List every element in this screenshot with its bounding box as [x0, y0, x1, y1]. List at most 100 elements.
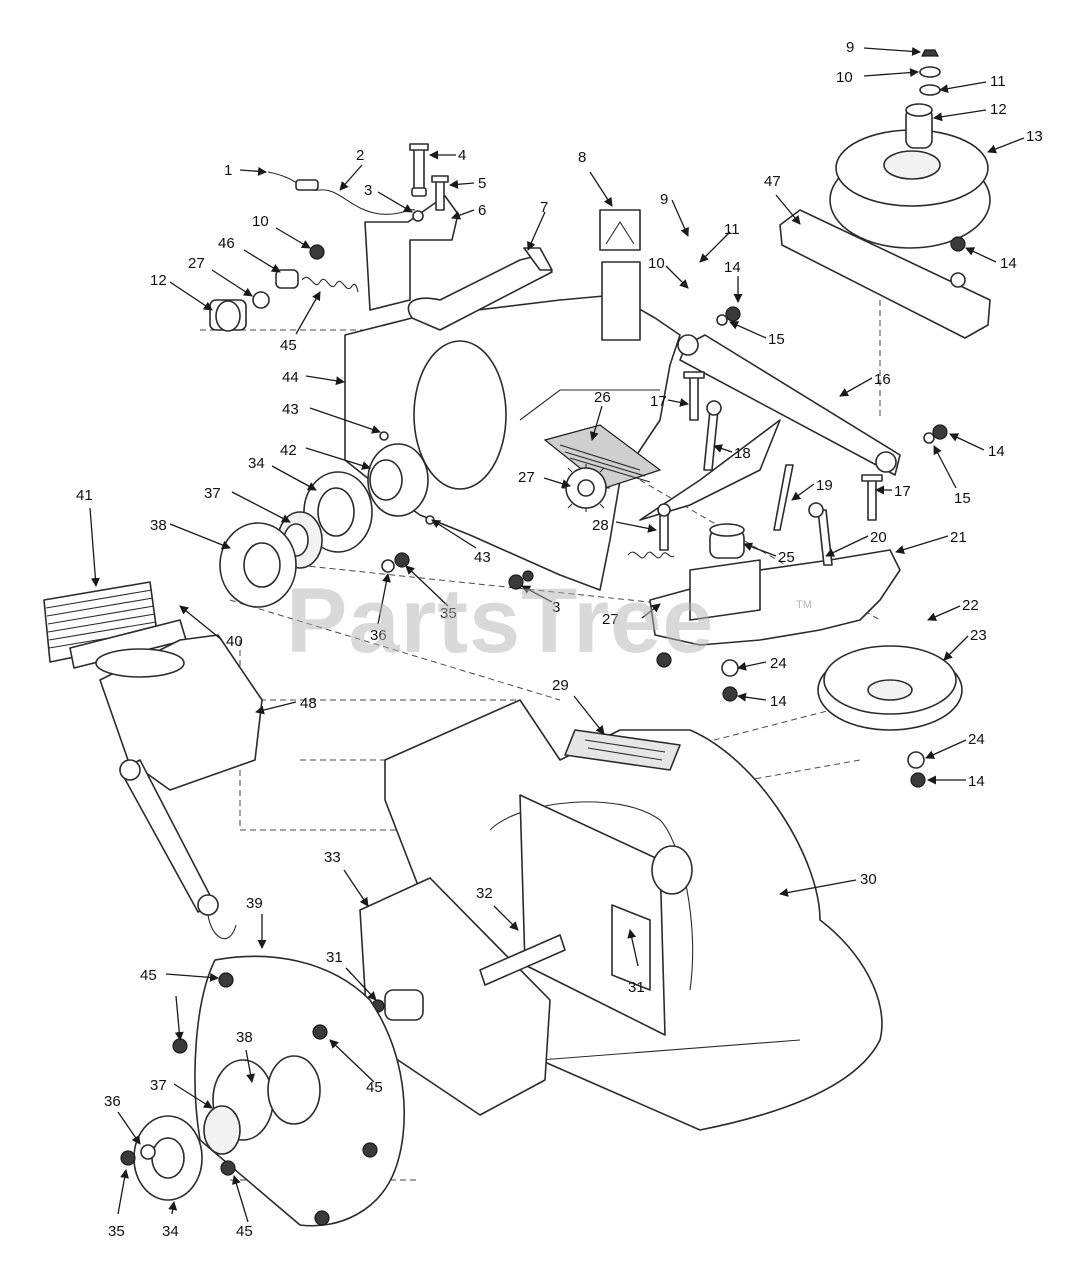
leader-9b [671, 199, 689, 237]
callout-number: 6 [478, 202, 486, 219]
callout-number: 12 [150, 272, 167, 289]
callout-number: 19 [816, 477, 833, 494]
leader-37 [231, 491, 291, 523]
callout-number: 20 [870, 529, 887, 546]
callout-number: 8 [578, 149, 586, 166]
leader-45d [232, 1175, 249, 1223]
callout-number: 14 [1000, 255, 1017, 272]
leader-14c [949, 433, 985, 451]
callout-number: 42 [280, 442, 297, 459]
callout-number: 37 [150, 1077, 167, 1094]
callout-number: 29 [552, 677, 569, 694]
leader-12 [933, 109, 987, 122]
leader-33 [343, 869, 369, 907]
callout-number: 9 [846, 39, 854, 56]
leader-35 [405, 565, 449, 607]
callout-number: 10 [836, 69, 853, 86]
callout-number: 13 [1026, 128, 1043, 145]
leader-19 [791, 483, 815, 501]
leader-15b [933, 445, 957, 489]
leader-43b [431, 519, 477, 549]
callout-number: 18 [734, 445, 751, 462]
leader-41 [89, 507, 100, 587]
callout-number: 35 [108, 1223, 125, 1240]
leader-6 [451, 209, 475, 220]
leader-13 [987, 137, 1025, 154]
callout-number: 3 [552, 599, 560, 616]
callout-number: 38 [236, 1029, 253, 1046]
callout-number: 47 [764, 173, 781, 190]
leader-11 [939, 81, 987, 94]
callout-number: 39 [246, 895, 263, 912]
callout-number: 27 [518, 469, 535, 486]
callout-number: 43 [474, 549, 491, 566]
leader-34 [271, 465, 317, 491]
leader-47 [775, 194, 801, 225]
watermark-text: PartsTree [286, 570, 714, 672]
callout-number: 15 [954, 490, 971, 507]
leader-45 [295, 291, 321, 335]
decal-part-8 [599, 209, 641, 341]
leader-35b [117, 1169, 129, 1215]
leader-36b [117, 1111, 141, 1145]
callout-number: 27 [602, 611, 619, 628]
callout-number: 43 [282, 401, 299, 418]
leader-23 [943, 635, 969, 661]
callout-number: 45 [366, 1079, 383, 1096]
callout-number: 11 [990, 73, 1006, 90]
callout-number: 5 [478, 175, 486, 192]
callout-number: 27 [188, 255, 205, 272]
callout-number: 37 [204, 485, 221, 502]
leader-43 [309, 407, 381, 434]
leader-45e [174, 995, 184, 1041]
leader-38 [169, 523, 231, 550]
callout-number: 34 [162, 1223, 179, 1240]
leader-12b [169, 281, 213, 311]
support-bars [677, 209, 991, 476]
pulley-hub-and-bearings [219, 443, 429, 608]
callout-number: 40 [226, 633, 243, 650]
leader-25 [743, 542, 777, 557]
callout-number: 22 [962, 597, 979, 614]
leader-7 [527, 211, 546, 251]
leader-14 [965, 247, 997, 263]
idler-pulley-bottom [656, 645, 963, 788]
leader-31b [627, 929, 639, 967]
callout-number: 4 [458, 147, 466, 164]
gear-sprocket [562, 464, 610, 512]
leader-10c [275, 227, 311, 249]
callout-number: 24 [968, 731, 985, 748]
callout-number: 32 [476, 885, 493, 902]
leader-3 [377, 191, 413, 213]
side-cover [120, 955, 405, 1227]
leader-17 [667, 398, 689, 407]
callout-number: 14 [770, 693, 787, 710]
callout-number: 48 [300, 695, 317, 712]
callout-number: 16 [874, 371, 891, 388]
leader-31 [345, 967, 377, 1001]
leader-3b [521, 585, 553, 603]
leader-32 [493, 905, 519, 931]
callout-number: 35 [440, 605, 457, 622]
leader-14d [737, 692, 767, 702]
callout-number: 3 [364, 182, 372, 199]
callout-number: 9 [660, 191, 668, 208]
callout-number: 2 [356, 147, 364, 164]
leader-27b [543, 477, 571, 488]
small-hardware-left [209, 244, 359, 332]
callout-number: 30 [860, 871, 877, 888]
leader-20 [825, 535, 869, 557]
leader-9 [863, 46, 921, 56]
leader-15 [729, 321, 767, 339]
leader-10 [863, 68, 919, 78]
leader-26 [589, 405, 603, 441]
leader-46 [243, 249, 281, 273]
leader-45c [329, 1039, 375, 1083]
leader-42 [305, 447, 371, 470]
callout-number: 14 [724, 259, 741, 276]
callout-number: 17 [894, 483, 911, 500]
watermark-trademark: TM [796, 599, 812, 611]
leader-2 [339, 164, 363, 191]
